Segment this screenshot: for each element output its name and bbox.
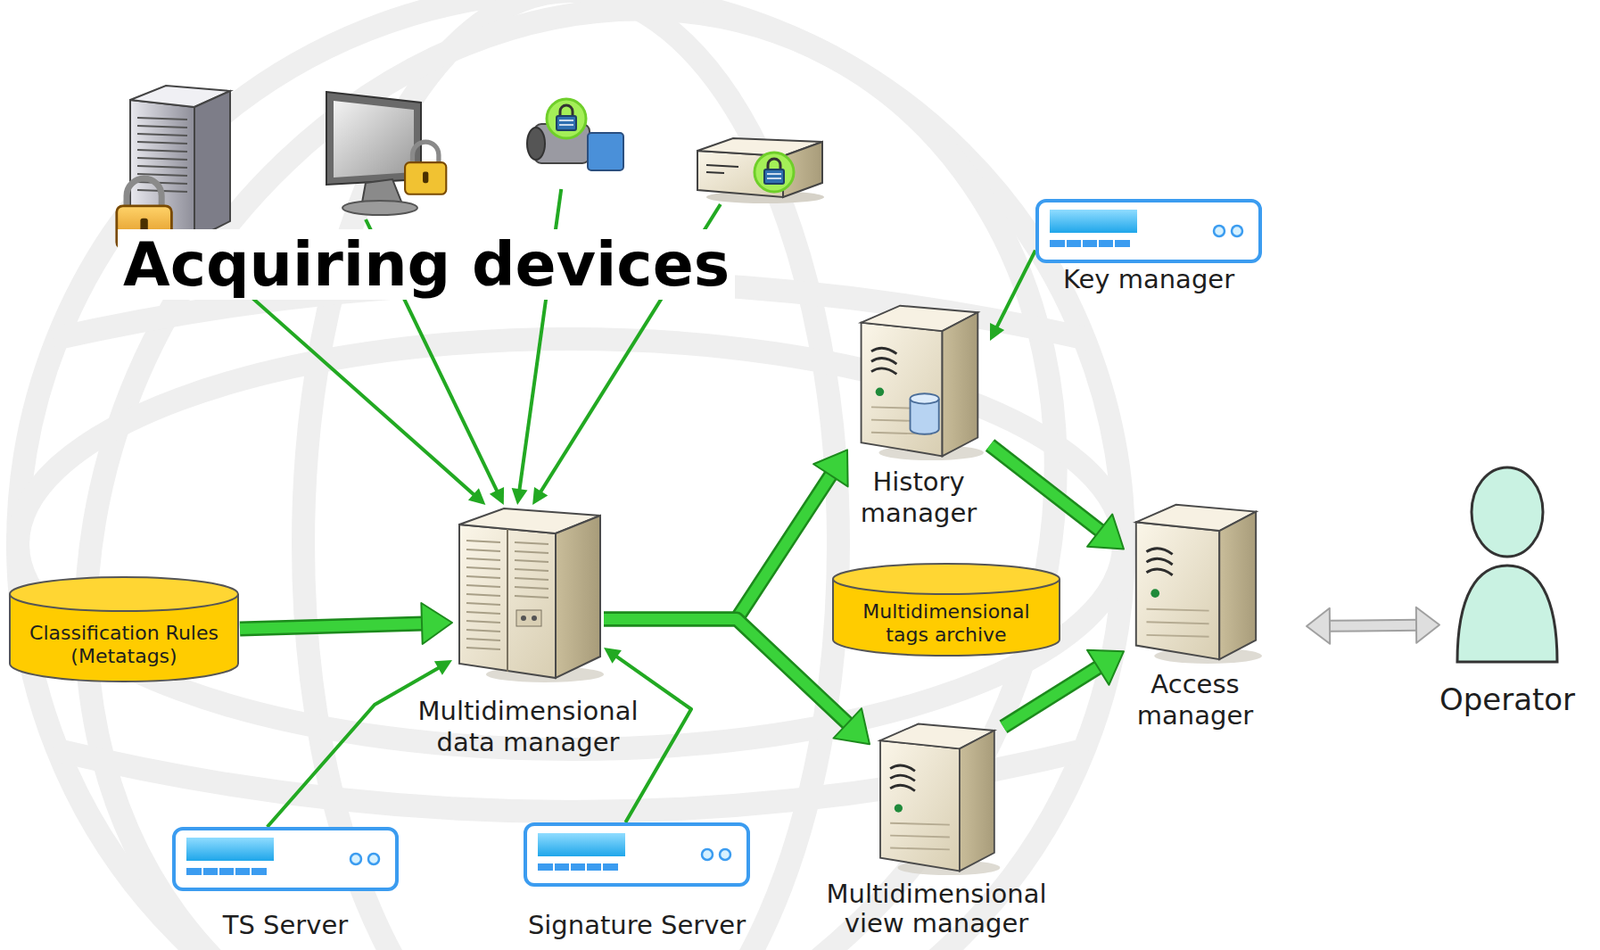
flow-arrow xyxy=(989,445,1124,550)
group-heading: Acquiring devices xyxy=(117,229,735,300)
arrow-outline xyxy=(603,618,850,725)
data-manager-server xyxy=(452,504,604,684)
arrow-head xyxy=(1416,607,1440,644)
flow-arrow xyxy=(989,250,1036,341)
locked-desktop-icon xyxy=(693,132,827,205)
server-node: Key manager xyxy=(1035,198,1262,296)
node-label: Access manager xyxy=(1128,668,1262,732)
flow-arrow xyxy=(1306,607,1440,644)
database-cylinder: Multidimensional tags archive xyxy=(831,562,1062,656)
cylinder-label: Classification Rules (Metatags) xyxy=(28,621,221,669)
server-node: Multidimensional data manager xyxy=(398,504,658,759)
arrow-outline xyxy=(603,473,832,619)
arrow-head xyxy=(468,487,486,505)
operator-figure xyxy=(1450,461,1565,666)
arrow-shaft xyxy=(603,618,850,725)
arrow-outline xyxy=(1327,625,1419,627)
node-label: Multidimensional data manager xyxy=(398,695,658,759)
arrow-shaft xyxy=(996,250,1036,329)
arrow-shaft xyxy=(267,667,440,827)
arrow-head xyxy=(489,486,504,505)
arrow-head xyxy=(1087,650,1124,685)
arrow-shaft xyxy=(239,623,424,629)
arrow-shaft xyxy=(1003,666,1100,727)
server-node: TS Server xyxy=(172,826,399,941)
server-node: History manager xyxy=(847,300,990,529)
arrow-head xyxy=(832,708,870,744)
server-node: Signature Server xyxy=(523,822,751,941)
locked-monitor-icon xyxy=(321,86,449,220)
tower-server xyxy=(1123,499,1267,665)
server-node: Access manager xyxy=(1123,499,1267,732)
arrow-head xyxy=(434,659,453,676)
cylinder-label: Multidimensional tags archive xyxy=(850,600,1043,648)
locked-camera-icon xyxy=(525,97,628,190)
node-label: Operator xyxy=(1439,681,1576,718)
rack-server xyxy=(523,822,751,887)
database-cylinder: Classification Rules (Metatags) xyxy=(8,576,240,682)
arrow-head xyxy=(989,322,1005,341)
arrow-head xyxy=(603,647,622,664)
node-label: Multidimensional view manager xyxy=(802,879,1071,940)
history-server xyxy=(847,300,990,462)
arrow-head xyxy=(813,449,848,487)
flow-arrow xyxy=(239,602,453,644)
flow-arrow xyxy=(267,659,453,827)
node-label: History manager xyxy=(851,466,986,529)
flow-arrow xyxy=(603,618,870,744)
arrow-outline xyxy=(989,445,1102,532)
flow-arrow xyxy=(1003,650,1124,727)
arrow-outline xyxy=(239,623,424,629)
arrow-shaft xyxy=(1327,625,1419,627)
arrow-head xyxy=(420,602,453,644)
arrow-shaft xyxy=(615,655,692,823)
arrow-outline xyxy=(1003,666,1100,727)
tower-server xyxy=(869,718,1004,876)
operator-node: Operator xyxy=(1439,461,1576,718)
rack-server xyxy=(1035,198,1262,264)
arrow-head xyxy=(511,487,528,505)
node-label: Signature Server xyxy=(527,909,746,941)
node-label: Key manager xyxy=(1063,263,1235,296)
arrow-head xyxy=(532,486,548,505)
server-node: Multidimensional view manager xyxy=(802,718,1071,940)
flow-arrow xyxy=(603,449,849,619)
arrow-shaft xyxy=(989,445,1102,532)
device-group: Acquiring devices xyxy=(107,75,892,319)
node-label: TS Server xyxy=(222,909,348,941)
arrow-shaft xyxy=(603,473,832,619)
arrow-head xyxy=(1087,513,1124,549)
arrow-head xyxy=(1306,608,1330,644)
rack-server xyxy=(172,826,399,891)
